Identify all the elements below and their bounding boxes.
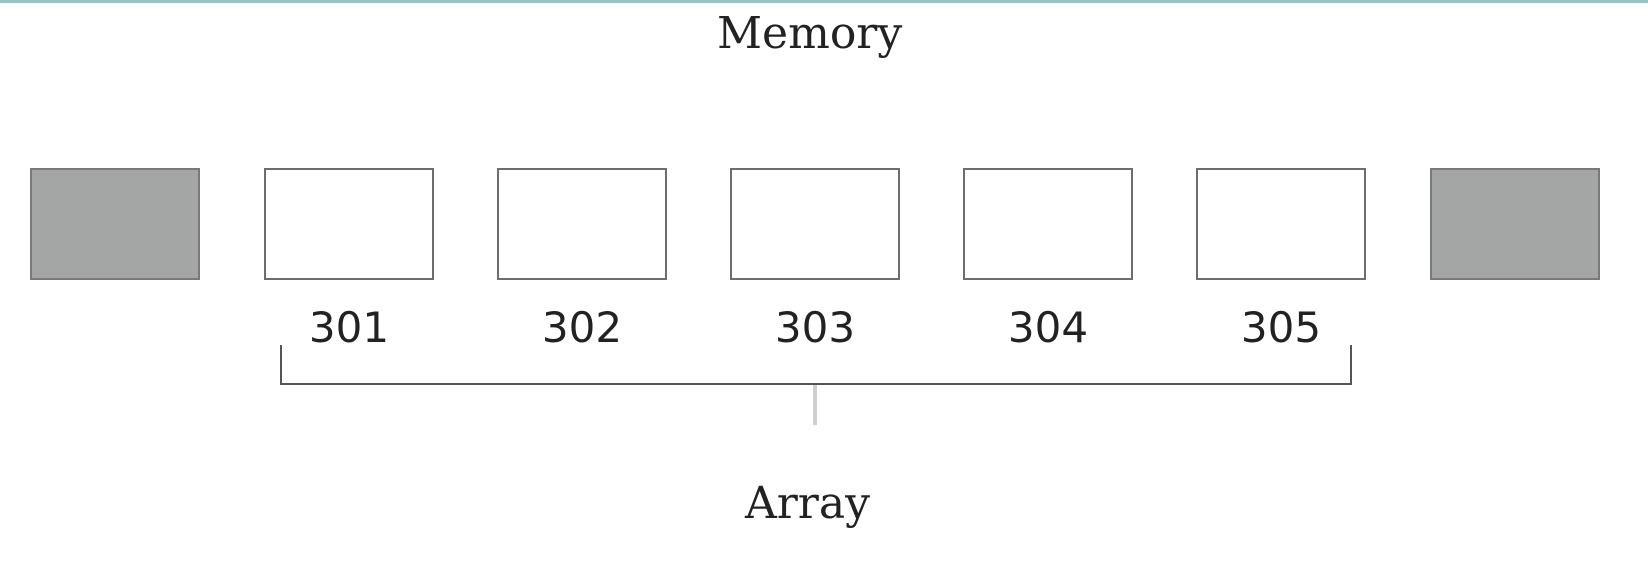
memory-cell-other-left (30, 168, 200, 280)
memory-cell-305 (1196, 168, 1366, 280)
array-connector-line (813, 385, 817, 425)
memory-cell-304 (963, 168, 1133, 280)
diagram-title: Memory (717, 8, 903, 59)
array-label: Array (745, 478, 870, 529)
address-label: 303 (774, 303, 856, 352)
address-label: 301 (308, 303, 390, 352)
memory-cell-302 (497, 168, 667, 280)
address-label: 305 (1240, 303, 1322, 352)
array-bracket (280, 345, 1352, 385)
top-rule (0, 0, 1648, 3)
memory-cell-other-right (1430, 168, 1600, 280)
address-label: 304 (1007, 303, 1089, 352)
memory-cell-303 (730, 168, 900, 280)
memory-cell-301 (264, 168, 434, 280)
address-label: 302 (541, 303, 623, 352)
